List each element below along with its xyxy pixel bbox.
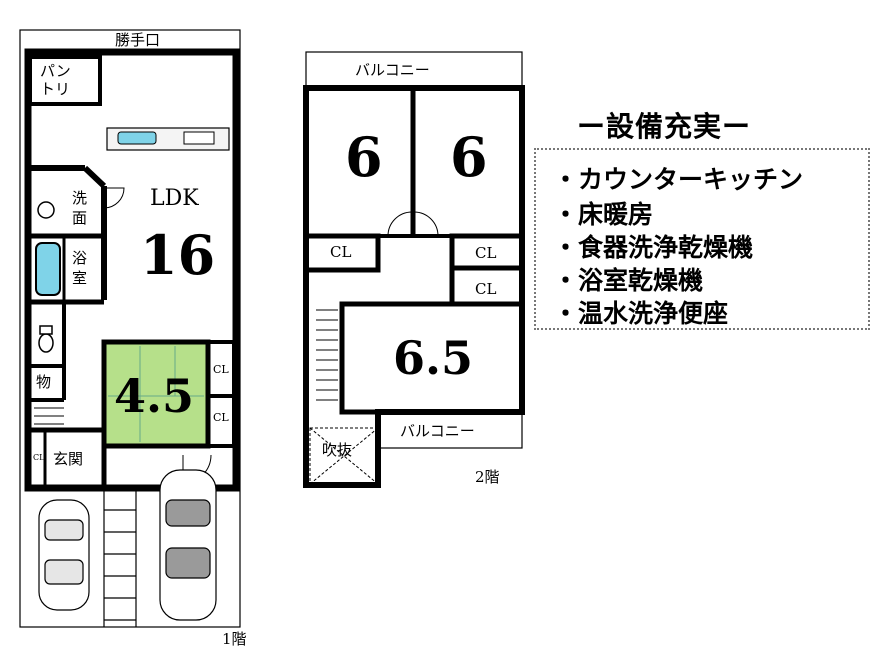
car-icon [159, 469, 217, 621]
floor-2-plan [303, 51, 525, 488]
pantry-label-2: トリ [40, 80, 71, 98]
void-label: 吹抜 [322, 441, 353, 459]
bathroom-label-2: 室 [72, 269, 88, 287]
washbasin-icon [37, 201, 55, 219]
closet-label-b: CL [213, 411, 229, 424]
feature-item: ・温水洗浄便座 [553, 299, 729, 328]
balcony-bottom-label: バルコニー [400, 422, 475, 440]
back-door-label: 勝手口 [115, 31, 161, 49]
bathtub-icon [35, 242, 61, 296]
ldk-label: LDK [150, 186, 199, 211]
pantry-label-1: パン [40, 62, 71, 80]
toilet-icon [38, 333, 54, 353]
japanese-room-size: 4.5 [114, 369, 195, 423]
bedroom-right-size: 6 [450, 125, 488, 189]
stairs-icon [316, 309, 338, 401]
washroom-label-2: 面 [72, 209, 88, 227]
floor-2-label: 2階 [475, 468, 500, 486]
entrance-label: 玄関 [53, 450, 84, 468]
feature-item: ・食器洗浄乾燥機 [553, 233, 754, 262]
floor-1-plan [19, 29, 241, 628]
washroom-label-1: 洗 [72, 189, 88, 207]
storage-label: 物 [36, 373, 52, 391]
bathroom-label-1: 浴 [72, 249, 88, 267]
car-icon [38, 499, 90, 611]
feature-item: ・床暖房 [553, 200, 654, 229]
features-title: ー設備充実ー [577, 110, 752, 143]
stairs-icon [34, 407, 64, 425]
closet-right-b-label: CL [475, 280, 497, 298]
feature-item: ・浴室乾燥機 [553, 266, 704, 295]
feature-item: ・カウンターキッチン [553, 165, 804, 194]
closet-left-label: CL [330, 243, 352, 261]
features-box [534, 148, 870, 330]
ldk-size: 16 [140, 223, 216, 287]
closet-right-a-label: CL [475, 244, 497, 262]
entry-closet-label: CL [33, 453, 45, 462]
floor-1-label: 1階 [222, 630, 247, 648]
bedroom-bottom-size: 6.5 [393, 331, 474, 385]
closet-label-a: CL [213, 363, 229, 376]
bedroom-left-size: 6 [345, 125, 383, 189]
door-swing-icon [103, 187, 125, 209]
balcony-top-label: バルコニー [355, 61, 430, 79]
